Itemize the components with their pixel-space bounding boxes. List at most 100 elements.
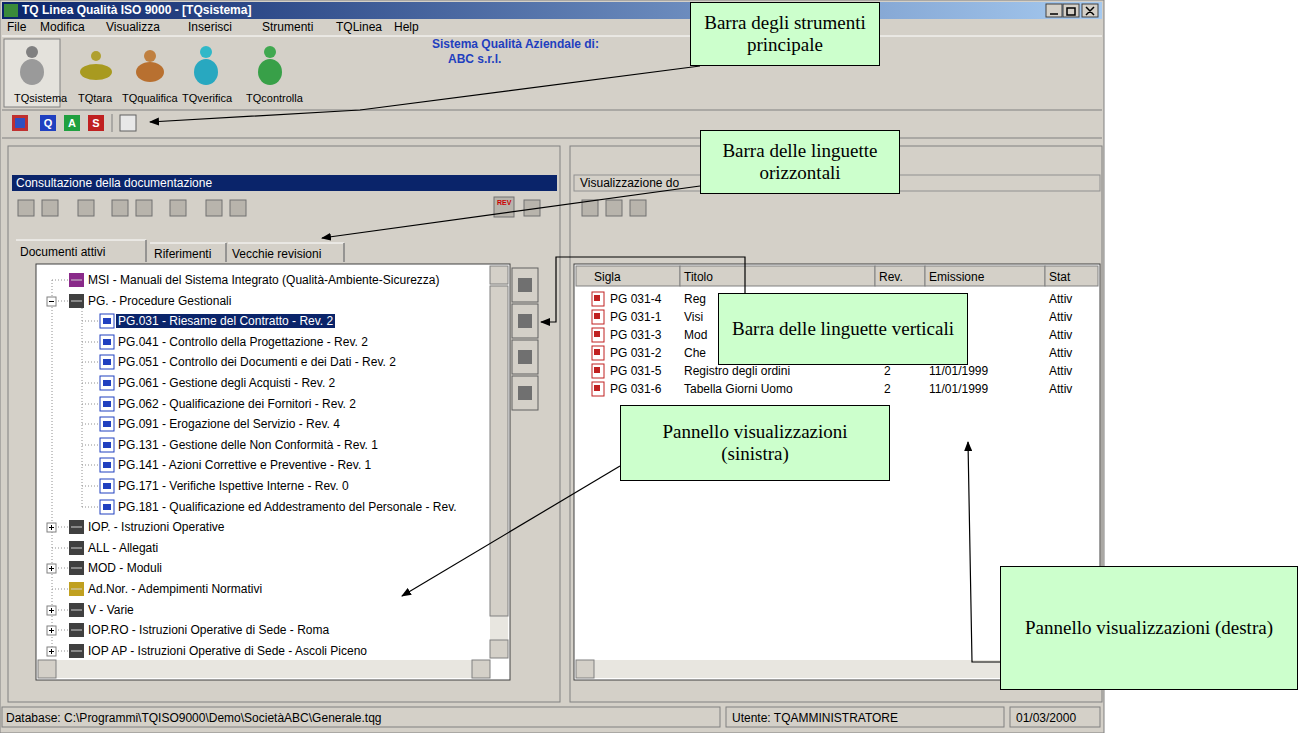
- folder-icon: [69, 644, 84, 658]
- tree-expander: [49, 301, 54, 302]
- ui-label: Mod: [684, 328, 707, 342]
- doc-icon: [100, 438, 114, 452]
- callout-box: Pannello visualizzazioni (sinistra): [620, 405, 890, 481]
- doc-icon: [103, 483, 111, 489]
- folder-icon: [71, 651, 82, 652]
- ui-label: PG.062 - Qualificazione dei Fornitori - …: [118, 397, 356, 411]
- callout-text: Pannello visualizzazioni (sinistra): [631, 421, 879, 465]
- doc-icon: [103, 421, 111, 427]
- doc-icon: [594, 295, 600, 301]
- tree-line: [52, 280, 68, 281]
- ui-label: Attiv: [1049, 364, 1072, 378]
- callout-box: Barra delle linguette orizzontali: [700, 130, 900, 194]
- doc-icon: [594, 313, 600, 319]
- ui-label: PG. - Procedure Gestionali: [88, 294, 231, 308]
- callout-text: Barra delle linguette verticali: [732, 318, 954, 340]
- tree-line: [52, 280, 53, 652]
- doc-icon: [103, 442, 111, 448]
- ui-label: Strumenti: [262, 20, 313, 34]
- ui-label: File: [7, 20, 26, 34]
- ui-label: 11/01/1999: [929, 382, 988, 396]
- ui-label: Emissione: [929, 270, 984, 284]
- ui-label: TQverifica: [182, 91, 232, 105]
- ui-label: 11/01/1999: [929, 364, 988, 378]
- ui-label: TQsistema: [14, 91, 67, 105]
- ui-label: Q: [40, 116, 56, 130]
- ui-label: IOP. - Istruzioni Operative: [88, 520, 225, 534]
- ui-label: Vecchie revisioni: [232, 247, 321, 261]
- doc-icon: [103, 504, 111, 510]
- folder-icon: [71, 280, 82, 281]
- ui-label: Visualizzazione do: [580, 176, 679, 190]
- ui-label: Utente: TQAMMINISTRATORE: [732, 711, 898, 725]
- folder-icon: [71, 301, 82, 302]
- ui-label: PG.091 - Erogazione del Servizio - Rev. …: [118, 417, 340, 431]
- ui-label: IOP AP - Istruzioni Operative di Sede - …: [88, 644, 367, 658]
- tree-expander: [47, 647, 56, 656]
- ui-label: TQqualifica: [122, 91, 178, 105]
- ui-label: TQcontrolla: [246, 91, 303, 105]
- folder-icon: [71, 548, 82, 549]
- ui-label: Che: [684, 346, 706, 360]
- ui-label: Visualizza: [106, 20, 160, 34]
- tree-line: [52, 548, 68, 549]
- tree-line: [52, 589, 68, 590]
- tree-line: [82, 404, 98, 405]
- folder-icon: [69, 582, 84, 596]
- tree-expander: [51, 649, 52, 654]
- folder-icon: [71, 630, 82, 631]
- tree-expander: [47, 564, 56, 573]
- ui-label: 2: [884, 382, 891, 396]
- callout-box: Barra degli strumenti principale: [690, 2, 880, 66]
- folder-icon: [71, 568, 82, 569]
- ui-label: PG.041 - Controllo della Progettazione -…: [118, 335, 368, 349]
- folder-icon: [71, 527, 82, 528]
- ui-label: REV: [497, 199, 511, 207]
- ui-label: Attiv: [1049, 310, 1072, 324]
- ui-label: PG.061 - Gestione degli Acquisti - Rev. …: [118, 376, 335, 390]
- tree-line: [82, 465, 98, 466]
- tree-line: [82, 486, 98, 487]
- ui-label: PG.051 - Controllo dei Documenti e dei D…: [118, 355, 396, 369]
- tree-expander: [47, 297, 56, 306]
- ui-label: Rev.: [879, 270, 903, 284]
- ui-label: V - Varie: [88, 603, 134, 617]
- doc-icon: [592, 382, 604, 396]
- doc-icon: [100, 314, 114, 328]
- ui-label: Documenti attivi: [20, 245, 105, 259]
- doc-icon: [100, 500, 114, 514]
- doc-icon: [100, 397, 114, 411]
- ui-label: Registro degli ordini: [684, 364, 790, 378]
- ui-label: TQ Linea Qualità ISO 9000 - [TQsistema]: [22, 3, 251, 17]
- doc-icon: [592, 346, 604, 360]
- tree-expander: [51, 628, 52, 633]
- ui-label: Reg: [684, 292, 706, 306]
- ui-label: Riferimenti: [154, 247, 211, 261]
- tree-line: [82, 507, 98, 508]
- tree-line: [82, 302, 83, 508]
- folder-icon: [71, 610, 82, 611]
- folder-icon: [69, 520, 84, 534]
- ui-label: TQtara: [78, 91, 112, 105]
- ui-label: Attiv: [1049, 346, 1072, 360]
- ui-label: ABC s.r.l.: [448, 52, 501, 66]
- ui-label: PG 031-1: [610, 310, 661, 324]
- ui-label: PG 031-4: [610, 292, 661, 306]
- tree-expander: [51, 608, 52, 613]
- ui-label: S: [88, 116, 104, 130]
- tree-expander: [47, 523, 56, 532]
- ui-label: Sigla: [594, 270, 621, 284]
- ui-label: PG.141 - Azioni Correttive e Preventive …: [118, 458, 371, 472]
- folder-icon: [69, 541, 84, 555]
- ui-label: Consultazione della documentazione: [16, 176, 212, 190]
- tree-expander: [51, 525, 52, 530]
- ui-label: Sistema Qualità Aziendale di:: [432, 37, 599, 51]
- ui-label: TQLinea: [336, 20, 382, 34]
- doc-icon: [103, 462, 111, 468]
- ui-label: Tabella Giorni Uomo: [684, 382, 793, 396]
- doc-icon: [100, 458, 114, 472]
- ui-label: Visi: [684, 310, 703, 324]
- doc-icon: [103, 318, 111, 324]
- folder-icon: [69, 273, 84, 287]
- ui-label: Titolo: [684, 270, 713, 284]
